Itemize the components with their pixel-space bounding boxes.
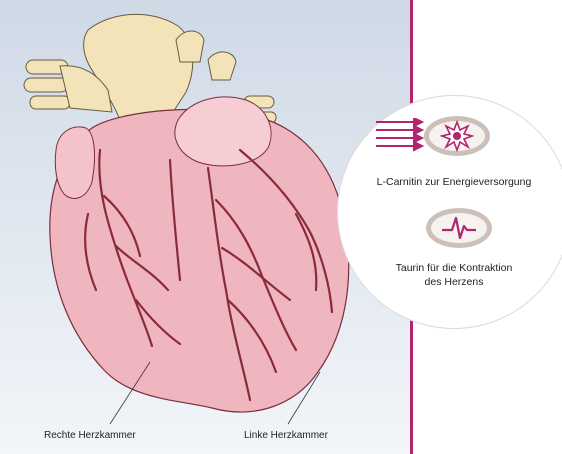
right-ventricle-label: Rechte Herzkammer	[44, 430, 136, 441]
energy-arrows-icon	[374, 118, 424, 152]
taurine-caption-line2: des Herzens	[348, 276, 560, 289]
energy-burst-icon	[440, 120, 474, 152]
carnitine-caption: L-Carnitin zur Energieversorgung	[348, 176, 560, 189]
left-ventricle-label: Linke Herzkammer	[244, 430, 328, 441]
heartbeat-pulse-icon	[440, 214, 478, 242]
left-atrium	[175, 97, 271, 166]
right-atrium	[55, 127, 94, 198]
taurine-caption-line1: Taurin für die Kontraktion	[348, 262, 560, 275]
